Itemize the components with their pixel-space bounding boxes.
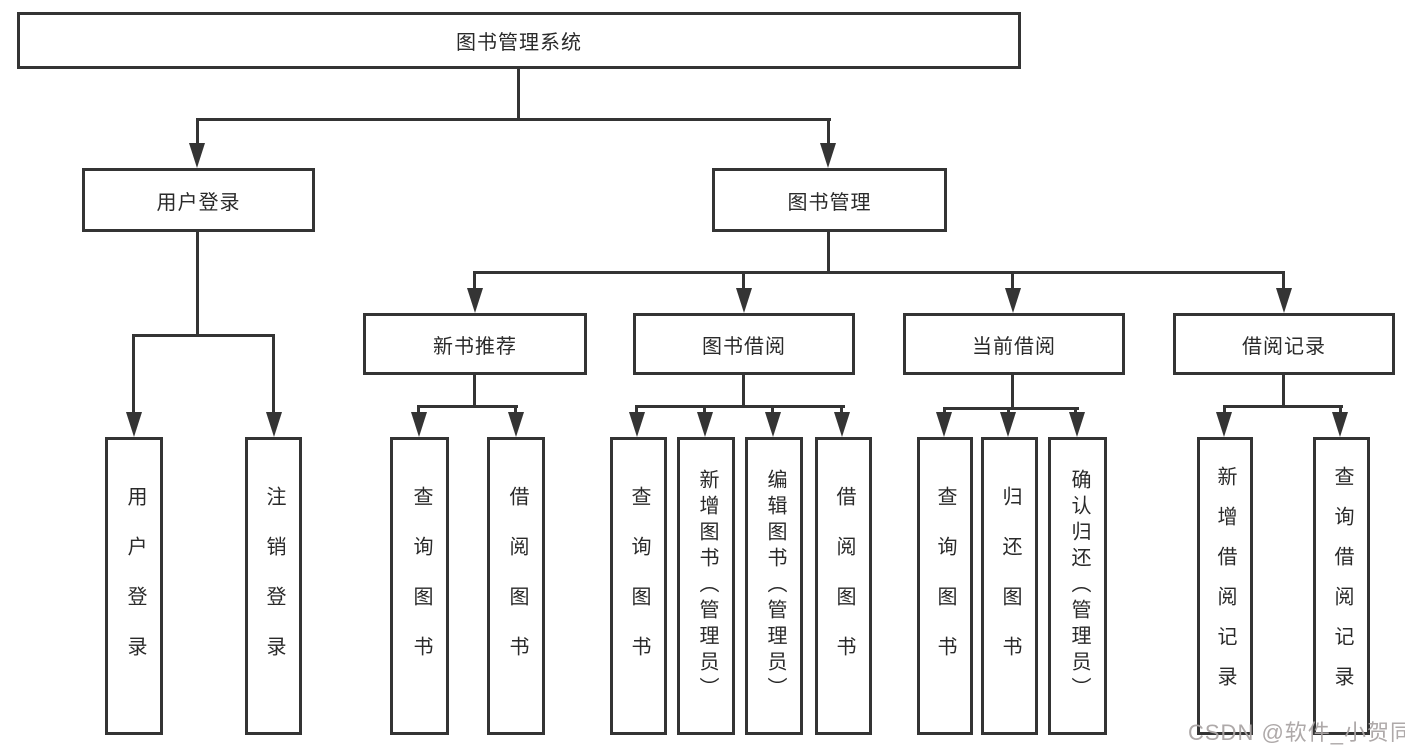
- connector-login-stub: [196, 232, 199, 336]
- connector-current-drop-1: [943, 407, 946, 415]
- connector-root-drop-right: [827, 118, 830, 146]
- arrow-current-child-1: [936, 412, 952, 437]
- arrow-borrow-child-2: [697, 412, 713, 437]
- arrow-borrow-child-4: [834, 412, 850, 437]
- leaf-new-query-book: 查询图书: [390, 437, 449, 735]
- arrow-current-child-2: [1000, 412, 1016, 437]
- connector-current-drop-3: [1074, 407, 1077, 415]
- csdn-watermark: CSDN @软件_小贺同学: [1188, 720, 1405, 745]
- node-user-login: 用户登录: [82, 168, 315, 232]
- arrow-current-child-3: [1069, 412, 1085, 437]
- node-library-system: 图书管理系统: [17, 12, 1021, 69]
- connector-records-stub: [1282, 375, 1285, 407]
- node-current-borrow: 当前借阅: [903, 313, 1125, 375]
- connector-borrow-drop-2: [703, 405, 706, 415]
- leaf-borrow-query-book: 查询图书: [610, 437, 667, 735]
- arrow-to-borrowing: [736, 288, 752, 313]
- leaf-borrow-borrow-book: 借阅图书: [815, 437, 872, 735]
- leaf-current-query-book: 查询图书: [917, 437, 973, 735]
- leaf-current-confirm-return: 确认归还（管理员）: [1048, 437, 1107, 735]
- leaf-logout: 注销登录: [245, 437, 302, 735]
- arrow-to-user-login: [189, 143, 205, 168]
- arrow-records-child-1: [1216, 412, 1232, 437]
- arrow-to-records: [1276, 288, 1292, 313]
- node-book-mgmt: 图书管理: [712, 168, 947, 232]
- arrow-borrow-child-3: [765, 412, 781, 437]
- connector-new-drop-1: [417, 405, 420, 415]
- arrow-new-child-1: [411, 412, 427, 437]
- connector-root-bar: [196, 118, 831, 121]
- connector-borrow-drop-3: [771, 405, 774, 415]
- node-borrow-records: 借阅记录: [1173, 313, 1395, 375]
- connector-mgmt-drop-3: [1011, 271, 1014, 291]
- arrow-to-current: [1005, 288, 1021, 313]
- connector-login-drop-2: [272, 334, 275, 414]
- connector-records-bar: [1223, 405, 1343, 408]
- connector-root-drop-left: [196, 118, 199, 146]
- arrow-to-book-mgmt: [820, 143, 836, 168]
- leaf-records-add-record: 新增借阅记录: [1197, 437, 1253, 735]
- arrow-borrow-child-1: [629, 412, 645, 437]
- leaf-borrow-edit-book: 编辑图书（管理员）: [745, 437, 803, 735]
- node-new-books: 新书推荐: [363, 313, 587, 375]
- connector-records-drop-2: [1339, 405, 1342, 415]
- leaf-borrow-add-book: 新增图书（管理员）: [677, 437, 735, 735]
- connector-mgmt-drop-2: [742, 271, 745, 291]
- connector-new-drop-2: [514, 405, 517, 415]
- node-borrowing: 图书借阅: [633, 313, 855, 375]
- connector-borrow-drop-4: [840, 405, 843, 415]
- connector-current-stub: [1011, 375, 1014, 409]
- connector-mgmt-stub: [827, 232, 830, 273]
- leaf-user-login: 用户登录: [105, 437, 163, 735]
- leaf-new-borrow-book: 借阅图书: [487, 437, 545, 735]
- arrow-to-leaf-login: [126, 412, 142, 437]
- connector-mgmt-drop-1: [473, 271, 476, 291]
- connector-current-drop-2: [1007, 407, 1010, 415]
- connector-mgmt-bar: [473, 271, 1285, 274]
- leaf-current-return-book: 归还图书: [981, 437, 1038, 735]
- connector-current-bar: [943, 407, 1079, 410]
- connector-new-stub: [473, 375, 476, 407]
- arrow-new-child-2: [508, 412, 524, 437]
- connector-borrow-stub: [742, 375, 745, 407]
- connector-borrow-bar: [635, 405, 845, 408]
- arrow-records-child-2: [1332, 412, 1348, 437]
- arrow-to-new-books: [467, 288, 483, 313]
- connector-login-bar: [132, 334, 275, 337]
- connector-records-drop-1: [1223, 405, 1226, 415]
- leaf-records-query-record: 查询借阅记录: [1313, 437, 1370, 735]
- connector-mgmt-drop-4: [1282, 271, 1285, 291]
- connector-login-drop-1: [132, 334, 135, 414]
- connector-new-bar: [417, 405, 518, 408]
- connector-root-stub: [517, 69, 520, 121]
- arrow-to-leaf-logout: [266, 412, 282, 437]
- connector-borrow-drop-1: [635, 405, 638, 415]
